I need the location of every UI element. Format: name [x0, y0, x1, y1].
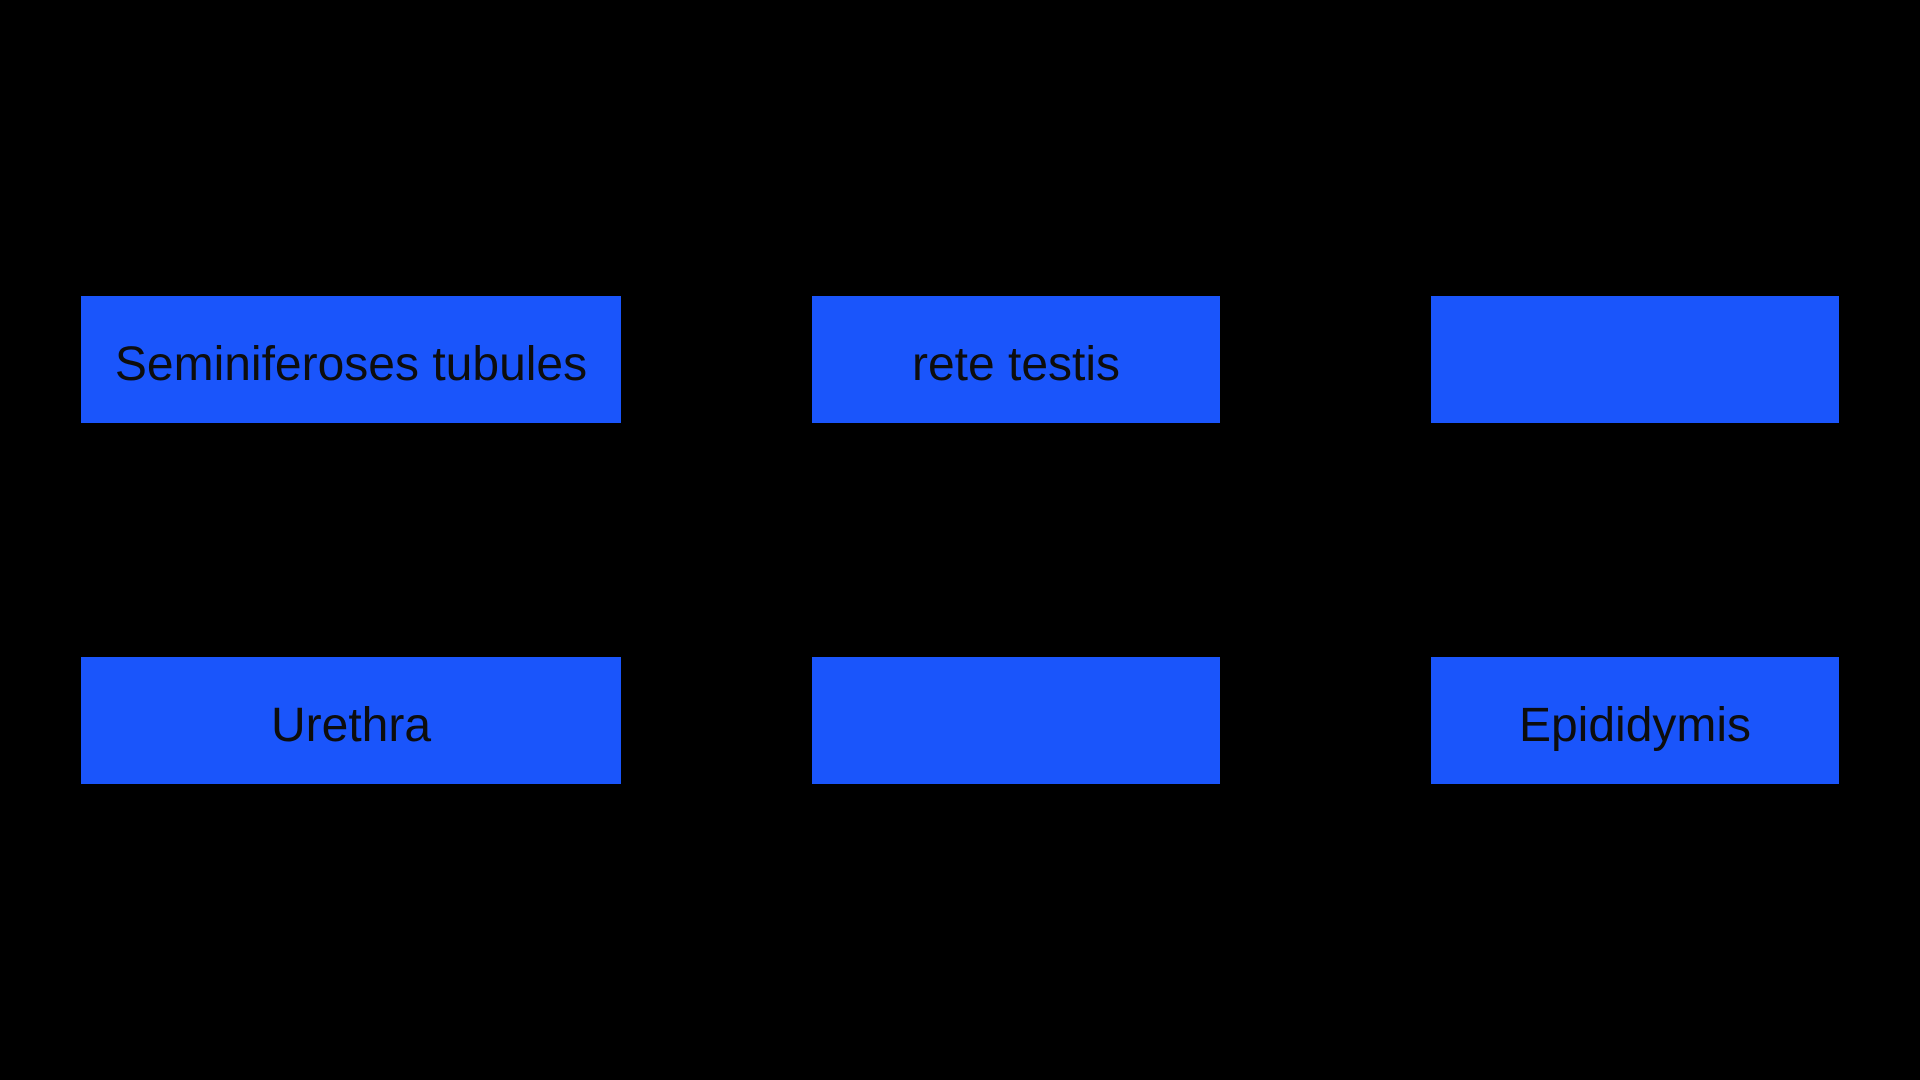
box-seminiferoses-tubules[interactable]: Seminiferoses tubules — [81, 296, 621, 423]
box-urethra[interactable]: Urethra — [81, 657, 621, 784]
box-seminiferoses-tubules-label: Seminiferoses tubules — [114, 337, 588, 391]
box-epididymis[interactable]: Epididymis — [1431, 657, 1839, 784]
box-rete-testis[interactable]: rete testis — [812, 296, 1220, 423]
box-urethra-label: Urethra — [270, 698, 432, 752]
box-blank-bottom-middle[interactable] — [812, 657, 1220, 784]
box-epididymis-label: Epididymis — [1518, 698, 1752, 752]
box-rete-testis-label: rete testis — [911, 337, 1121, 391]
box-blank-top-right[interactable] — [1431, 296, 1839, 423]
